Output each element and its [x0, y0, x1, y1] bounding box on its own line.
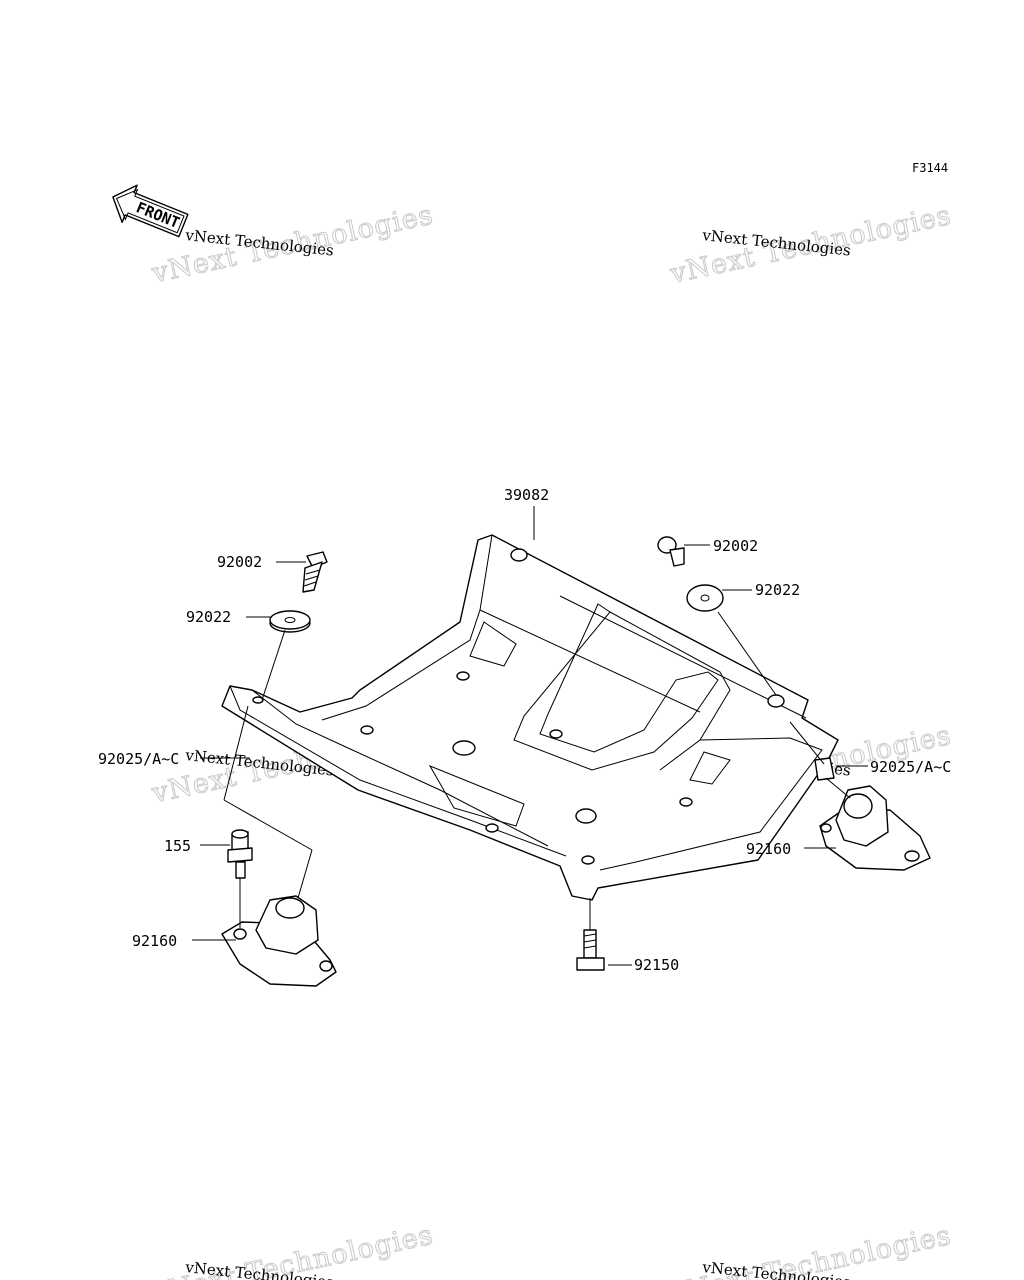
collar-92025-right	[814, 757, 835, 781]
bolt-155	[227, 829, 253, 879]
bolt-92002-left	[302, 551, 328, 593]
bolt-92150	[576, 929, 605, 971]
callout-92160-left: 92160	[132, 932, 177, 950]
callout-92022-left: 92022	[186, 608, 231, 626]
callout-92002-left: 92002	[217, 553, 262, 571]
washer-92022-right	[686, 584, 724, 612]
bolt-92002-right	[657, 536, 685, 567]
figure-id: F3144	[912, 161, 948, 175]
callout-92002-right: 92002	[713, 537, 758, 555]
washer-92022-left	[269, 610, 311, 633]
callout-155: 155	[164, 837, 191, 855]
leader-lines	[192, 506, 868, 966]
callout-92160-right: 92160	[746, 840, 791, 858]
mount-92160-right	[819, 785, 931, 871]
callout-92025-left: 92025/A~C	[98, 750, 179, 768]
mount-92160-left	[221, 895, 337, 987]
callout-92150: 92150	[634, 956, 679, 974]
skid-plate	[221, 534, 839, 901]
callout-92025-right: 92025/A~C	[870, 758, 951, 776]
callout-92022-right: 92022	[755, 581, 800, 599]
front-arrow-icon: FRONT	[112, 184, 189, 238]
callout-39082: 39082	[504, 486, 549, 504]
